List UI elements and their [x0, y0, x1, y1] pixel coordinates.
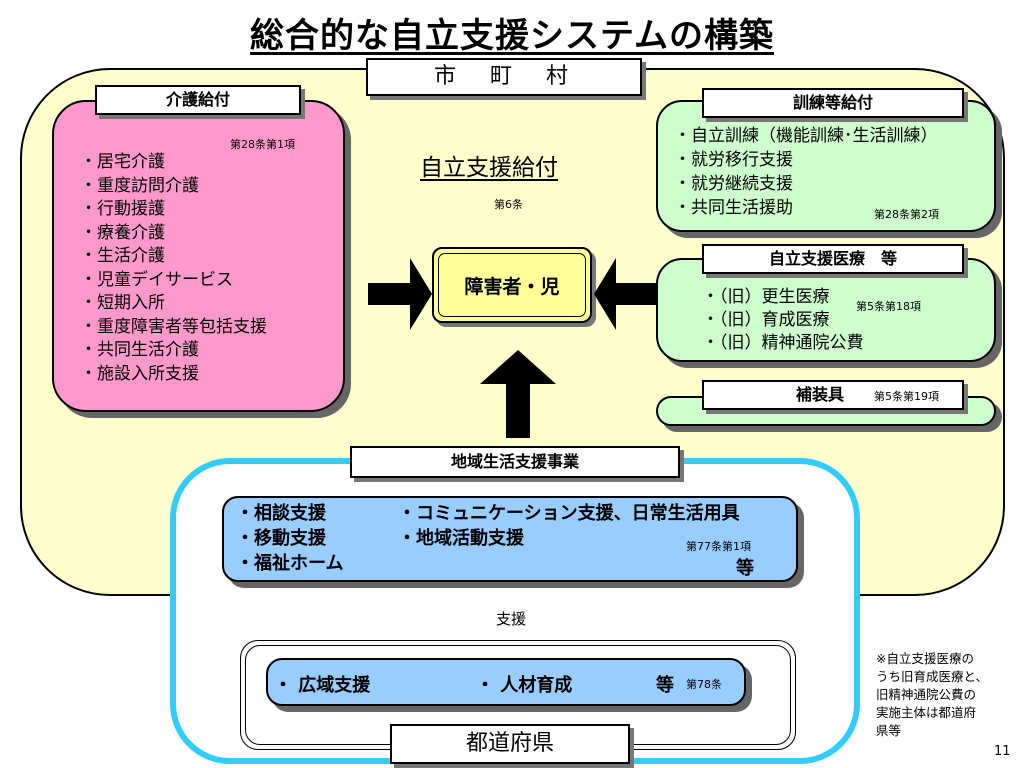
care-benefits-label: 介護給付	[95, 85, 301, 115]
list-item: ・（旧）精神通院公費	[702, 333, 864, 353]
list-item: ・居宅介護	[80, 152, 165, 172]
list-item: ・相談支援	[236, 503, 326, 524]
municipality-label: 市 町 村	[366, 58, 642, 96]
support-label: 支援	[496, 610, 527, 628]
prefecture-ref: 第78条	[686, 678, 722, 691]
community-support-box: ・相談支援 ・移動支援 ・福祉ホーム ・コミュニケーション支援、日常生活用具 ・…	[222, 496, 798, 582]
list-item: ・共同生活介護	[80, 340, 199, 360]
prosthetic-label-box: 補装具 第5条第19項	[702, 380, 964, 410]
list-item: ・コミュニケーション支援、日常生活用具	[398, 503, 740, 524]
person-label: 障害者・児	[438, 253, 586, 317]
community-col2: ・コミュニケーション支援、日常生活用具 ・地域活動支援	[398, 501, 740, 551]
human-resources: ・ 人材育成	[476, 675, 573, 696]
arrow-right-icon	[368, 258, 432, 330]
list-item: ・自立訓練（機能訓練･生活訓練）	[674, 126, 938, 146]
page-title: 総合的な自立支援システムの構築	[250, 16, 774, 56]
training-benefits-box: ・自立訓練（機能訓練･生活訓練） ・就労移行支援 ・就労継続支援 ・共同生活援助…	[656, 100, 996, 232]
prefecture-etc: 等	[656, 675, 674, 696]
prosthetic-ref: 第5条第19項	[874, 390, 939, 403]
list-item: ・児童デイサービス	[80, 269, 233, 290]
list-item: ・共同生活援助	[674, 198, 793, 218]
medical-list: ・（旧）更生医療 ・（旧）育成医療 ・（旧）精神通院公費	[702, 286, 864, 355]
list-item: ・短期入所	[80, 293, 165, 313]
list-item: ・行動援護	[80, 199, 165, 219]
training-benefits-list: ・自立訓練（機能訓練･生活訓練） ・就労移行支援 ・就労継続支援 ・共同生活援助	[674, 124, 938, 220]
list-item: ・移動支援	[236, 528, 326, 549]
care-benefits-ref: 第28条第1項	[230, 138, 295, 151]
wide-area-support: ・ 広域支援	[274, 675, 371, 696]
medical-box: ・（旧）更生医療 ・（旧）育成医療 ・（旧）精神通院公費 第5条第18項	[656, 258, 996, 362]
prosthetic-label: 補装具	[796, 385, 845, 404]
list-item: ・重度障害者等包括支援	[80, 316, 267, 337]
footnote-line: 県等	[876, 723, 902, 738]
list-item: ・（旧）更生医療	[702, 287, 830, 307]
arrow-up-icon	[480, 350, 556, 438]
community-ref: 第77条第1項	[686, 540, 751, 553]
self-reliance-benefits-heading: 自立支援給付	[420, 155, 558, 181]
training-benefits-label: 訓練等給付	[702, 88, 964, 118]
footnote-line: 実施主体は都道府	[876, 705, 977, 720]
page-number: 11	[994, 744, 1011, 759]
care-benefits-box: 第28条第1項 ・居宅介護 ・重度訪問介護 ・行動援護 ・療養介護 ・生活介護 …	[52, 100, 345, 412]
list-item: ・生活介護	[80, 246, 165, 266]
community-etc: 等	[736, 558, 754, 579]
community-support-label: 地域生活支援事業	[350, 446, 680, 478]
medical-label: 自立支援医療 等	[702, 244, 964, 274]
arrow-left-icon	[594, 258, 656, 330]
footnote-line: 旧精神通院公費の	[876, 687, 977, 702]
footnote-line: ※自立支援医療の	[876, 651, 974, 666]
community-col1: ・相談支援 ・移動支援 ・福祉ホーム	[236, 501, 343, 576]
prefecture-label: 都道府県	[390, 724, 630, 764]
prefecture-programs-box: ・ 広域支援 ・ 人材育成 等 第78条	[266, 658, 746, 706]
training-benefits-ref: 第28条第2項	[874, 208, 939, 221]
list-item: ・重度訪問介護	[80, 175, 199, 196]
care-benefits-list: ・居宅介護 ・重度訪問介護 ・行動援護 ・療養介護 ・生活介護 ・児童デイサービ…	[80, 151, 267, 386]
person-box: 障害者・児	[432, 247, 592, 323]
footnote: ※自立支援医療の うち旧育成医療と、 旧精神通院公費の 実施主体は都道府 県等	[876, 650, 988, 740]
footnote-line: うち旧育成医療と、	[876, 669, 989, 684]
list-item: ・福祉ホーム	[236, 553, 344, 574]
list-item: ・地域活動支援	[398, 528, 524, 549]
list-item: ・（旧）育成医療	[702, 310, 830, 330]
list-item: ・療養介護	[80, 222, 165, 243]
list-item: ・就労継続支援	[674, 174, 793, 194]
list-item: ・施設入所支援	[80, 363, 199, 384]
list-item: ・就労移行支援	[674, 150, 793, 170]
medical-ref: 第5条第18項	[856, 300, 921, 313]
self-reliance-benefits-ref: 第6条	[494, 198, 523, 211]
